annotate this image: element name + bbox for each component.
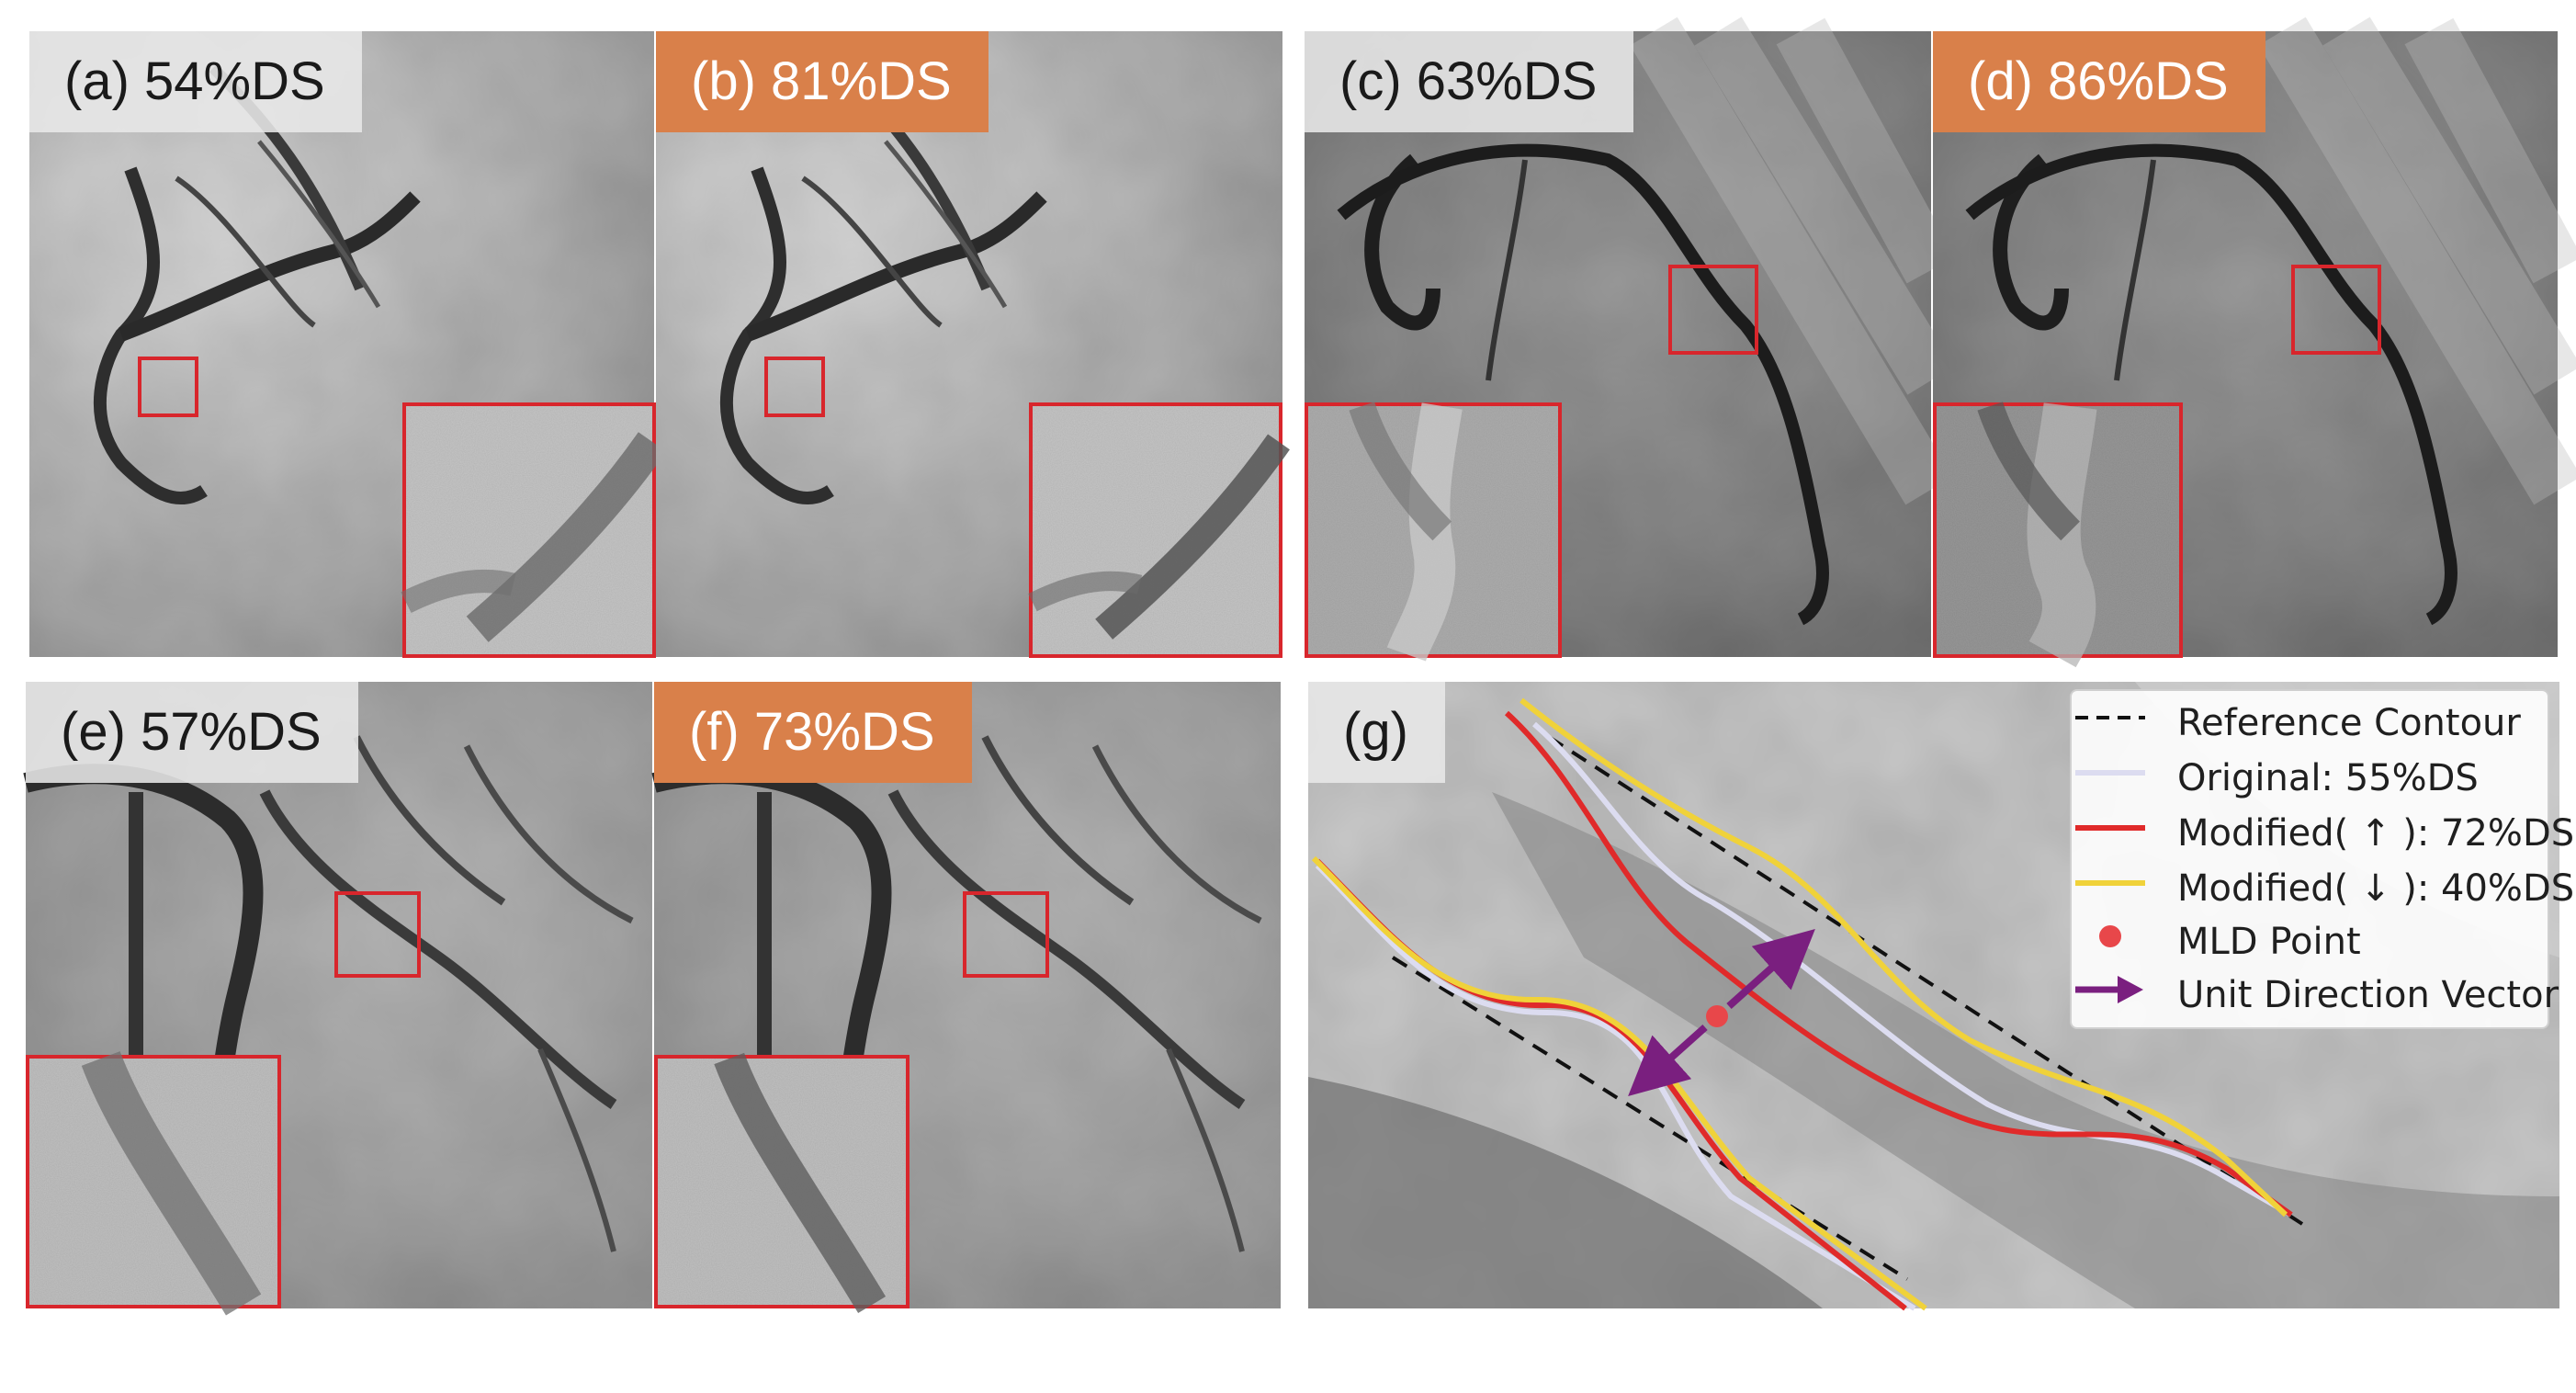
- legend-item-mld-point: MLD Point: [2072, 915, 2548, 968]
- zoom-inset-f: [654, 1052, 910, 1314]
- panel-g: (g) Reference Contour Original: 55%DS Mo…: [1308, 682, 2574, 1311]
- zoom-inset-d: [1933, 402, 2183, 668]
- dashed-line-icon: [2075, 716, 2145, 719]
- zoom-inset-b: [1028, 402, 1290, 658]
- panel-d: (d) 86%DS: [1933, 17, 2576, 668]
- mld-point: [1706, 1005, 1728, 1027]
- legend-label-mld-point: MLD Point: [2177, 921, 2361, 963]
- legend-label-original: Original: 55%DS: [2177, 757, 2479, 799]
- legend-item-modified-down: Modified( ↓ ): 40%DS: [2072, 862, 2574, 915]
- lavender-line-icon: [2075, 770, 2145, 776]
- modified-down-contour-upper: [1520, 697, 2288, 1217]
- panel-a-label: (a) 54%DS: [29, 31, 362, 132]
- red-dot-icon: [2099, 925, 2121, 947]
- legend-label-modified-down: Modified( ↓ ): 40%DS: [2177, 867, 2575, 910]
- original-contour-lower: [1315, 863, 1916, 1311]
- panel-c: (c) 63%DS: [1305, 17, 1956, 663]
- panel-d-label: (d) 86%DS: [1933, 31, 2265, 132]
- modified-down-contour-lower: [1311, 855, 1927, 1311]
- legend-label-reference: Reference Contour: [2177, 702, 2521, 744]
- reference-contour-lower: [1391, 956, 1909, 1281]
- panel-c-label: (c) 63%DS: [1305, 31, 1634, 132]
- direction-vector-up: [1726, 928, 1815, 1009]
- roi-box-d: [2291, 265, 2381, 355]
- legend-item-reference: Reference Contour: [2072, 696, 2548, 750]
- panel-e: (e) 57%DS: [23, 682, 652, 1316]
- angiogram-image-b: [656, 31, 1282, 657]
- panel-g-label: (g): [1308, 682, 1445, 783]
- roi-box-e: [334, 891, 421, 978]
- purple-arrow-icon: [2075, 976, 2143, 1003]
- panel-b-label: (b) 81%DS: [656, 31, 989, 132]
- zoom-inset-a: [401, 402, 667, 658]
- zoom-inset-e: [26, 1051, 281, 1316]
- direction-vector-down: [1628, 1025, 1708, 1096]
- angiogram-image-a: [29, 31, 654, 657]
- panel-a: (a) 54%DS: [29, 31, 667, 658]
- legend-label-direction-vector: Unit Direction Vector: [2177, 974, 2559, 1016]
- panel-e-label: (e) 57%DS: [26, 682, 358, 783]
- zoom-inset-c: [1305, 402, 1562, 663]
- roi-box-b: [764, 357, 825, 417]
- yellow-line-icon: [2075, 880, 2145, 886]
- roi-box-f: [963, 891, 1049, 978]
- roi-box-c: [1668, 265, 1758, 355]
- legend: Reference Contour Original: 55%DS Modifi…: [2070, 689, 2574, 1029]
- roi-box-a: [138, 357, 198, 417]
- red-line-icon: [2075, 825, 2145, 831]
- legend-item-modified-up: Modified( ↑ ): 72%DS: [2072, 807, 2574, 860]
- panel-b: (b) 81%DS: [656, 31, 1290, 658]
- original-contour-upper: [1532, 721, 2293, 1217]
- modified-up-contour-upper: [1504, 710, 2293, 1217]
- reference-contour-upper: [1547, 735, 2304, 1226]
- legend-label-modified-up: Modified( ↑ ): 72%DS: [2177, 812, 2575, 855]
- panel-f: (f) 73%DS: [651, 682, 1281, 1314]
- legend-item-original: Original: 55%DS: [2072, 752, 2548, 805]
- panel-f-label: (f) 73%DS: [654, 682, 972, 783]
- legend-item-direction-vector: Unit Direction Vector: [2072, 968, 2559, 1022]
